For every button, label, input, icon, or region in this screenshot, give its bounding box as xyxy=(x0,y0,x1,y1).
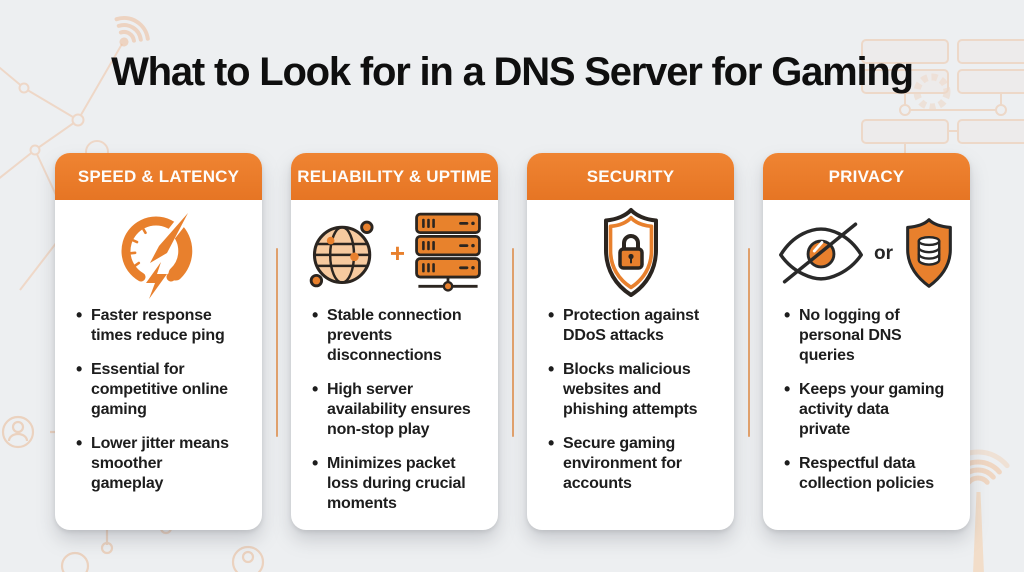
card-icon-row: + xyxy=(291,200,498,306)
card-icon-row xyxy=(527,200,734,306)
card-icon-row: or xyxy=(763,200,970,306)
eye-off-icon xyxy=(779,222,863,284)
server-stack-icon xyxy=(415,212,481,292)
bullet-item: Lower jitter means smoother gameplay xyxy=(76,433,252,494)
card-header-reliability-uptime: RELIABILITY & UPTIME xyxy=(291,153,498,200)
shield-database-icon xyxy=(906,218,952,288)
card-divider xyxy=(512,248,514,437)
bullet-item: Protection against DDoS attacks xyxy=(548,305,724,346)
plus-sign: + xyxy=(389,238,406,268)
bullet-item: Essential for competitive online gaming xyxy=(76,359,252,420)
or-label: or xyxy=(874,242,893,264)
card-speed-latency: SPEED & LATENCY Faster r xyxy=(55,153,262,530)
shield-lock-icon xyxy=(603,208,658,297)
speedometer-lightning-icon xyxy=(121,207,193,299)
bullet-list: Protection against DDoS attacks Blocks m… xyxy=(527,305,734,508)
bullet-item: Minimizes packet loss during crucial mom… xyxy=(312,453,488,514)
bullet-item: Respectful data collection policies xyxy=(784,453,960,494)
bullet-list: No logging of personal DNS queries Keeps… xyxy=(763,305,970,508)
bullet-item: No logging of personal DNS queries xyxy=(784,305,960,366)
card-privacy: PRIVACY or No logging of per xyxy=(763,153,970,530)
bullet-item: High server availability ensures non-sto… xyxy=(312,379,488,440)
bullet-item: Blocks malicious websites and phishing a… xyxy=(548,359,724,420)
card-header-security: SECURITY xyxy=(527,153,734,200)
bullet-item: Faster response times reduce ping xyxy=(76,305,252,346)
card-divider xyxy=(276,248,278,437)
globe-icon xyxy=(309,220,374,288)
bullet-item: Secure gaming environment for accounts xyxy=(548,433,724,494)
card-divider xyxy=(748,248,750,437)
page-title: What to Look for in a DNS Server for Gam… xyxy=(111,50,914,94)
card-header-speed-latency: SPEED & LATENCY xyxy=(55,153,262,200)
card-header-privacy: PRIVACY xyxy=(763,153,970,200)
bullet-list: Stable connection prevents disconnection… xyxy=(291,305,498,528)
card-icon-row xyxy=(55,200,262,306)
card-security: SECURITY Protection against DDoS attacks… xyxy=(527,153,734,530)
card-reliability-uptime: RELIABILITY & UPTIME + xyxy=(291,153,498,530)
bullet-item: Stable connection prevents disconnection… xyxy=(312,305,488,366)
bullet-list: Faster response times reduce ping Essent… xyxy=(55,305,262,508)
bullet-item: Keeps your gaming activity data private xyxy=(784,379,960,440)
